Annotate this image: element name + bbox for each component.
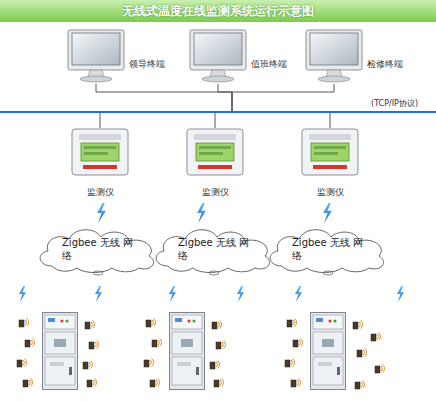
connector-line <box>215 113 216 128</box>
sensor-symbol <box>355 381 365 390</box>
temperature-sensors <box>17 319 385 390</box>
switchgear-cabinet <box>170 313 205 390</box>
connector <box>218 84 232 111</box>
terminal-node: 值班终端 <box>188 28 288 84</box>
monitor-device-drawing <box>186 128 244 176</box>
wireless-bolt <box>237 286 244 302</box>
sensor-symbol <box>214 379 224 388</box>
monitor-drawing <box>66 28 126 84</box>
wireless-bolt <box>19 286 26 302</box>
network-label: Zigbee 无线 网络 <box>62 236 134 262</box>
wireless-cloud: Zigbee 无线 网络 <box>148 224 278 276</box>
wireless-bolt <box>397 286 404 302</box>
wireless-bolt <box>169 286 176 302</box>
monitor-device-drawing <box>301 128 359 176</box>
sensor-symbol <box>150 379 160 388</box>
connector-line <box>232 84 334 111</box>
network-label: Zigbee 无线 网络 <box>178 236 250 262</box>
sensor-symbol <box>291 379 301 388</box>
switchgear-cabinet <box>43 313 78 390</box>
connector <box>330 113 331 128</box>
monitor-device-node: 监测仪 <box>71 128 129 202</box>
wireless-bolt <box>197 203 206 223</box>
monitor-device-drawing <box>71 128 129 176</box>
sensor-symbol <box>375 365 385 374</box>
sensor-symbol <box>89 341 99 350</box>
lightning-bolts <box>19 203 404 302</box>
sensor-symbol <box>146 319 156 328</box>
sensor-symbol <box>357 349 367 358</box>
sensor-symbol <box>353 321 363 330</box>
sensor-symbol <box>212 321 222 330</box>
monitor-device-node: 监测仪 <box>186 128 244 202</box>
wireless-cloud: Zigbee 无线 网络 <box>32 224 162 276</box>
sensor-symbol <box>87 379 97 388</box>
terminal-label: 领导终端 <box>129 58 165 71</box>
sensor-symbol <box>371 333 381 342</box>
wireless-cloud: Zigbee 无线 网络 <box>262 224 392 276</box>
connector-line <box>330 113 331 128</box>
wireless-bolt <box>323 203 332 223</box>
monitor-drawing <box>304 28 364 84</box>
network-label: Zigbee 无线 网络 <box>292 236 364 262</box>
switchgear-cabinets <box>43 313 346 390</box>
terminal-node: 检修终端 <box>304 28 404 84</box>
sensor-symbol <box>85 321 95 330</box>
sensor-symbol <box>287 319 297 328</box>
monitor-device-node: 监测仪 <box>301 128 359 202</box>
sensor-symbol <box>152 339 162 348</box>
switchgear-cabinet <box>311 313 346 390</box>
sensor-symbol <box>19 319 29 328</box>
network-bus: (TCP/IP协议) <box>0 111 436 113</box>
connector <box>215 113 216 128</box>
connector <box>232 84 334 111</box>
sensor-symbol <box>83 361 93 370</box>
wireless-bolt <box>97 203 106 223</box>
connector-line <box>96 84 232 111</box>
device-label: 监测仪 <box>301 186 359 199</box>
connector <box>96 84 232 111</box>
sensor-symbol <box>144 359 154 368</box>
sensor-symbol <box>285 359 295 368</box>
wireless-bolt <box>295 286 302 302</box>
connector <box>100 113 101 128</box>
monitor-drawing <box>188 28 248 84</box>
cloud-outline <box>32 224 162 276</box>
title-band: 无线式温度在线监测系统运行示意图 <box>0 0 436 22</box>
device-label: 监测仪 <box>186 186 244 199</box>
sensor-symbol <box>216 341 226 350</box>
terminal-node: 领导终端 <box>66 28 166 84</box>
sensor-symbol <box>17 359 27 368</box>
terminal-label: 值班终端 <box>251 58 287 71</box>
connector-line <box>100 113 101 128</box>
cloud-outline <box>148 224 278 276</box>
device-label: 监测仪 <box>71 186 129 199</box>
sensor-symbol <box>293 339 303 348</box>
sensor-symbol <box>23 379 33 388</box>
protocol-label: (TCP/IP协议) <box>371 98 418 109</box>
sensor-symbol <box>210 361 220 370</box>
terminal-label: 检修终端 <box>367 58 403 71</box>
sensor-symbol <box>25 339 35 348</box>
cloud-outline <box>262 224 392 276</box>
wireless-bolt <box>95 286 102 302</box>
connector-line <box>218 84 232 111</box>
